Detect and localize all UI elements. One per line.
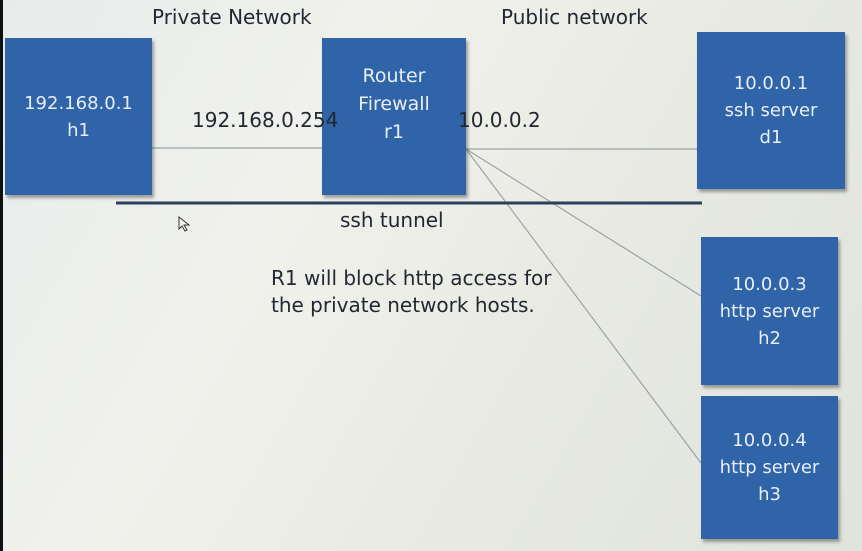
firewall-note-line2: the private network hosts. — [271, 293, 535, 317]
interface-public-ip: 10.0.0.2 — [458, 108, 541, 132]
router-r1-line1: Router — [362, 65, 426, 87]
server-h3-ip: 10.0.0.4 — [732, 430, 807, 451]
server-h3: 10.0.0.4 http server h3 — [701, 396, 838, 539]
mouse-pointer-icon — [178, 216, 191, 232]
firewall-note: R1 will block http access for the privat… — [271, 265, 551, 319]
screen-edge — [0, 0, 3, 551]
router-r1-line2: Firewall — [358, 93, 430, 115]
link-r1-h3 — [465, 148, 702, 464]
host-h1: 192.168.0.1 h1 — [5, 38, 152, 195]
link-r1-h2 — [465, 148, 702, 297]
interface-private-ip: 192.168.0.254 — [192, 108, 339, 132]
server-h3-name: h3 — [758, 484, 781, 505]
server-d1-role: ssh server — [724, 100, 818, 121]
private-network-header: Private Network — [152, 5, 312, 29]
server-h2-name: h2 — [758, 327, 781, 349]
firewall-note-line1: R1 will block http access for — [271, 266, 552, 290]
ssh-tunnel-label: ssh tunnel — [340, 208, 444, 232]
server-h3-role: http server — [719, 457, 820, 478]
router-r1-name: r1 — [384, 121, 404, 143]
router-r1: Router Firewall r1 — [322, 38, 466, 195]
server-h2-role: http server — [719, 300, 820, 322]
server-d1: 10.0.0.1 ssh server d1 — [697, 32, 845, 189]
server-d1-name: d1 — [759, 127, 783, 148]
server-h2-ip: 10.0.0.3 — [732, 273, 807, 295]
public-network-header: Public network — [501, 5, 648, 29]
host-h1-ip: 192.168.0.1 — [24, 92, 133, 114]
server-h2: 10.0.0.3 http server h2 — [701, 237, 838, 385]
server-d1-ip: 10.0.0.1 — [733, 73, 809, 94]
host-h1-name: h1 — [67, 119, 90, 141]
